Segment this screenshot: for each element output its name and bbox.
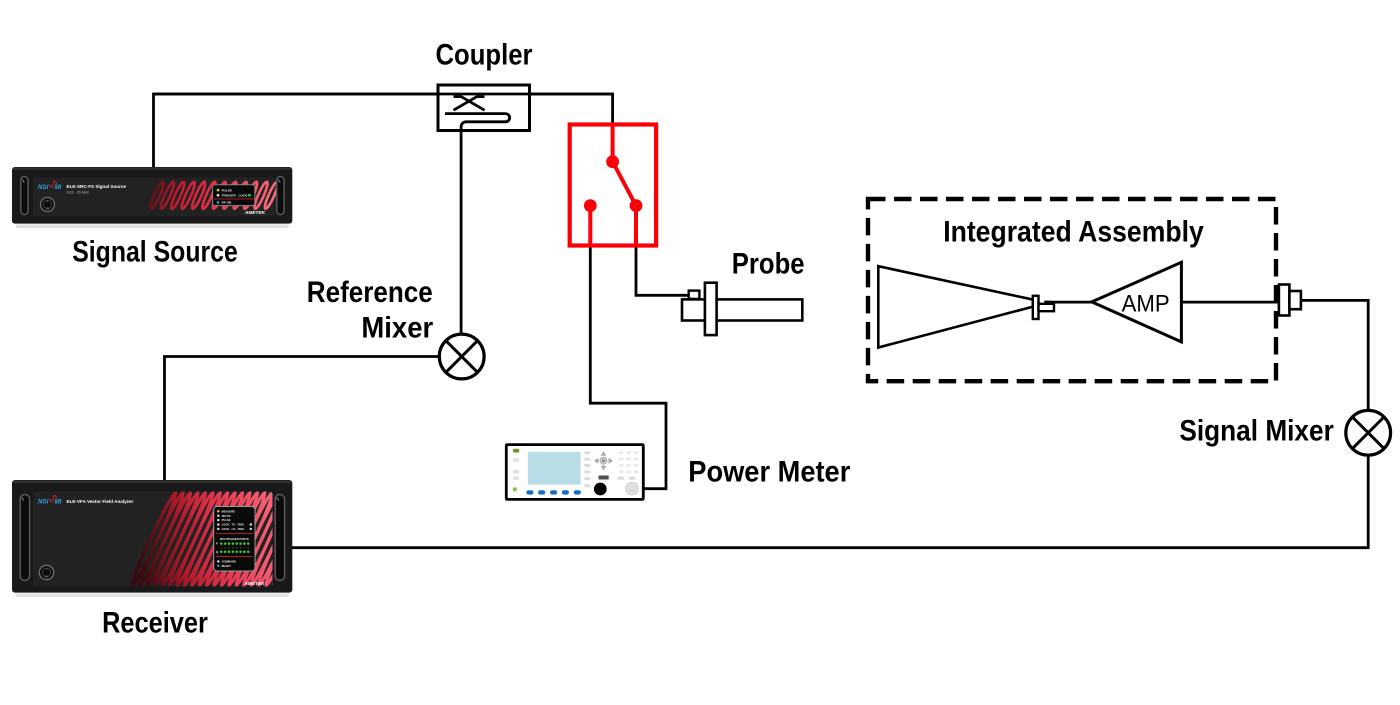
svg-text:O: O: [45, 575, 48, 579]
svg-text:ELE-VFA Vector Field Analyzer: ELE-VFA Vector Field Analyzer: [67, 499, 134, 504]
svg-text:MULTIPLEXER PORTS: MULTIPLEXER PORTS: [220, 537, 249, 541]
svg-text:4: 4: [232, 547, 234, 549]
svg-text:O: O: [46, 207, 49, 211]
svg-text:Probe: Probe: [732, 248, 805, 281]
svg-text:NSI: NSI: [38, 499, 49, 506]
svg-text:AMP: AMP: [1122, 290, 1170, 317]
svg-text:READY: READY: [222, 564, 232, 568]
svg-text:AMETEK: AMETEK: [244, 210, 266, 216]
svg-text:Receiver: Receiver: [102, 606, 208, 639]
svg-text:TRIGGER: TRIGGER: [222, 194, 237, 198]
svg-text:3: 3: [228, 547, 230, 549]
svg-text:7: 7: [244, 547, 246, 549]
svg-text:5: 5: [236, 547, 238, 549]
svg-text:MEASURE: MEASURE: [222, 509, 236, 513]
svg-text:Signal Source: Signal Source: [72, 236, 238, 269]
svg-text:MI: MI: [55, 499, 62, 506]
svg-text:Power Meter: Power Meter: [688, 456, 850, 489]
svg-text:MI: MI: [55, 184, 62, 191]
svg-text:Integrated Assembly: Integrated Assembly: [943, 216, 1204, 249]
svg-text:I: I: [47, 200, 48, 204]
svg-text:RF ON: RF ON: [222, 201, 232, 205]
svg-text:PULSE: PULSE: [222, 188, 232, 192]
svg-text:LOCK - LO - TRIG: LOCK - LO - TRIG: [222, 527, 245, 531]
svg-text:ELE-SRC-FS Signal Source: ELE-SRC-FS Signal Source: [67, 184, 127, 189]
svg-text:Signal Mixer: Signal Mixer: [1179, 415, 1334, 448]
svg-text:NSI: NSI: [38, 184, 49, 191]
svg-text:0.01 - 20 GHz: 0.01 - 20 GHz: [67, 191, 90, 195]
svg-text:Reference: Reference: [307, 276, 433, 309]
svg-text:SETUP: SETUP: [222, 514, 231, 518]
svg-text:8: 8: [248, 547, 250, 549]
svg-text:Mixer: Mixer: [361, 312, 433, 345]
svg-text:LOCK - TX - TRIG: LOCK - TX - TRIG: [222, 523, 244, 527]
svg-text:PULSE: PULSE: [222, 518, 231, 522]
svg-text:AMETEK: AMETEK: [243, 581, 265, 587]
svg-text:2: 2: [225, 547, 227, 549]
svg-text:Q: Q: [216, 550, 218, 554]
svg-text:COMMAND: COMMAND: [222, 560, 236, 564]
svg-text:Coupler: Coupler: [436, 39, 533, 72]
svg-text:1: 1: [221, 547, 223, 549]
svg-text:I: I: [46, 568, 47, 572]
svg-text:6: 6: [240, 547, 242, 549]
svg-text:LOCK: LOCK: [239, 194, 249, 198]
svg-text:P: P: [216, 542, 218, 546]
